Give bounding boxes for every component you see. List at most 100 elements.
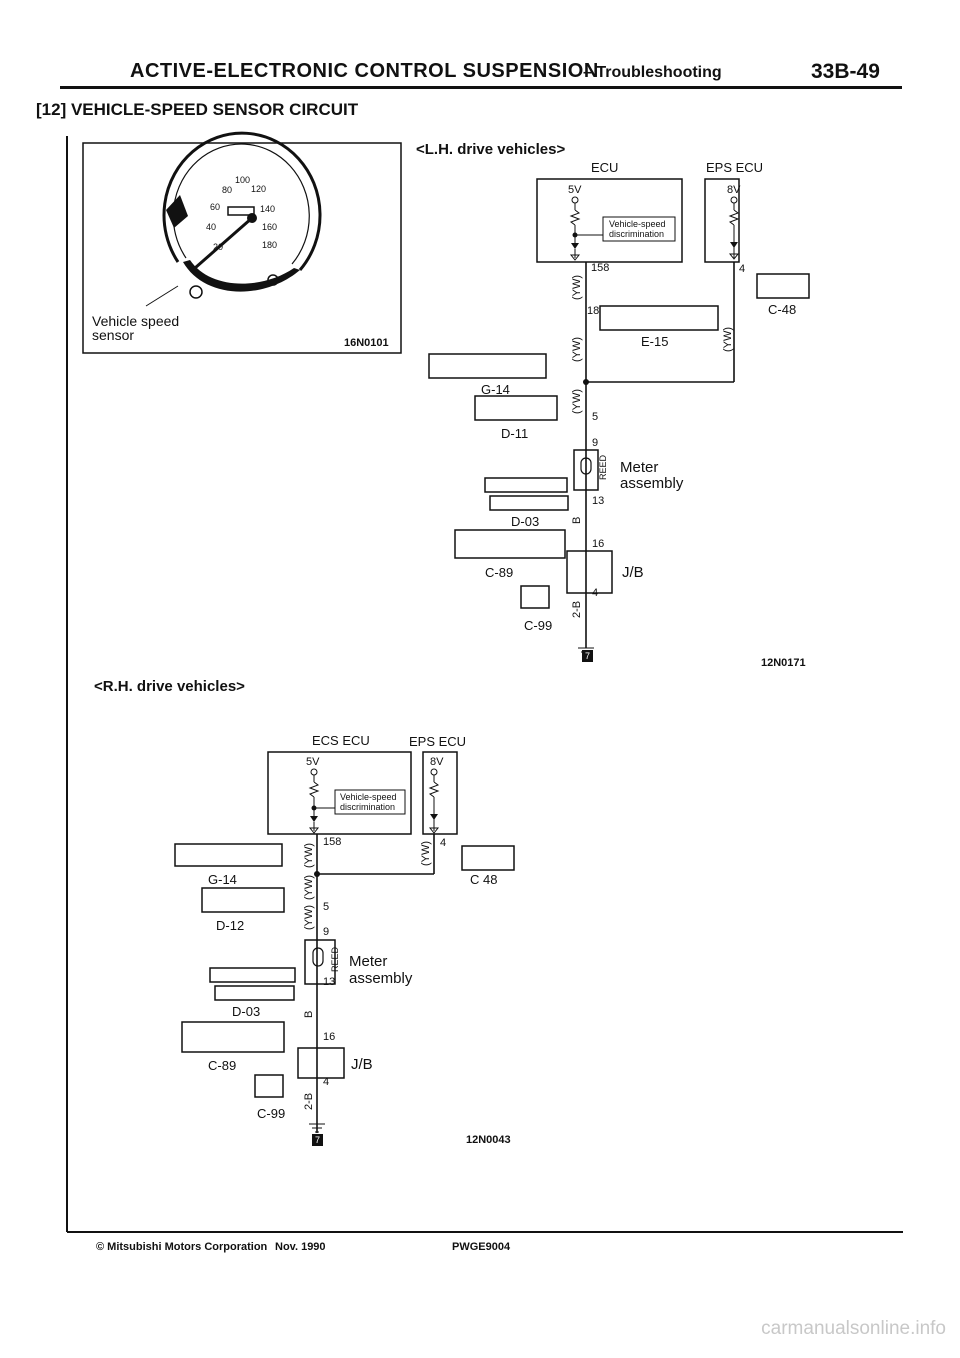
transistor-icon [571,243,579,249]
figure-code: 12N0043 [466,1134,511,1146]
pin-number: 16 [592,538,604,550]
sensor-label-line2: sensor [92,327,134,343]
odometer-window [227,206,255,216]
connector-label: C 48 [470,872,497,887]
resistor-icon [308,781,320,798]
reed-switch-icon [580,457,592,475]
connector-label: C-48 [768,302,796,317]
connector-icon [214,985,295,1001]
rh-eps-label: EPS ECU [409,734,466,749]
pin-number: 13 [323,976,335,988]
pin-number: 158 [591,262,609,274]
mounting-screw-icon [189,285,203,299]
ground-tag [582,650,593,662]
lh-ecu-voltage: 5V [568,184,582,196]
pin-number: 16 [323,1031,335,1043]
rh-meter-label-line2: assembly [349,970,413,987]
rh-discrimination-box [334,789,406,815]
lh-eps-voltage: 8V [727,184,741,196]
dial-number: 60 [210,202,220,212]
ground-tag-number: 7 [585,651,590,661]
lh-drive-diagram: <L.H. drive vehicles> ECU EPS ECU 5V Veh… [416,141,810,669]
speed-sensor-body [166,195,188,228]
lh-ecu-label: ECU [591,160,618,175]
wire-code: (YW) [303,905,315,930]
copyright: © Mitsubishi Motors Corporation [96,1241,268,1253]
pin-number: 5 [323,901,329,913]
reed-switch-icon [312,947,324,967]
dial-number: 160 [262,222,277,232]
wire-code: (YW) [303,843,315,868]
dial-number: 120 [251,184,266,194]
connector-label: C-89 [208,1058,236,1073]
reed-label: REED [330,946,340,972]
rh-ecu-label: ECS ECU [312,733,370,748]
wire-code: 2-B [303,1093,315,1110]
pin-number: 18 [587,305,599,317]
connector-icon [461,845,515,871]
dial-number: 140 [260,204,275,214]
connector-icon [489,495,569,511]
wire-code: B [303,1011,315,1018]
connector-label: D-03 [232,1004,260,1019]
connector-label: G-14 [208,872,237,887]
connector-icon [201,887,285,913]
connector-icon [428,353,547,379]
connector-label: G-14 [481,382,510,397]
splice-point [314,871,320,877]
connector-icon [454,529,566,559]
connector-icon [484,477,568,493]
pin-number: 158 [323,836,341,848]
wire-code: 2-B [571,601,583,618]
connector-label: D-11 [501,426,528,441]
connector-icon [756,273,810,299]
dial-number: 100 [235,175,250,185]
pin-number: 5 [592,411,598,423]
dial-number: 180 [262,240,277,250]
figure-code: 12N0171 [761,657,806,669]
page-number: 33B-49 [811,60,880,83]
connector-label: D-12 [216,918,244,933]
watermark: carmanualsonline.info [761,1318,946,1339]
rh-meter-label-line1: Meter [349,953,387,970]
connector-label: C-99 [524,618,552,633]
ground-icon [569,254,581,261]
leader-line [145,285,179,307]
rh-discrimination-line2: discrimination [340,802,395,812]
figure-code: 16N0101 [344,337,389,349]
connector-icon [209,967,296,983]
splice-point [583,379,589,385]
sensor-label-line1: Vehicle speed [92,313,179,329]
lh-ecu-box [536,178,683,263]
reed-label: REED [598,454,608,480]
lh-eps-box [704,178,740,263]
lh-jb-label: J/B [622,564,644,581]
wire-code: B [571,517,583,524]
wire-code: (YW) [722,327,734,352]
rh-discrimination-line1: Vehicle-speed [340,792,397,802]
lh-meter-label-line1: Meter [620,459,658,476]
connector-icon [474,395,558,421]
lh-jb-box [566,550,613,594]
connector-label: E-15 [641,334,668,349]
page-subtitle: – Troubleshooting [583,64,722,81]
lh-discrimination-line1: Vehicle-speed [609,219,666,229]
pin-number: 13 [592,495,604,507]
connector-icon [520,585,550,609]
header-rule [60,86,902,89]
lh-discrimination-line2: discrimination [609,229,664,239]
speedometer-dial [172,143,310,265]
pin-number: 9 [592,437,598,449]
lh-discrimination-box [602,216,676,242]
ground-tag [312,1134,323,1146]
rh-eps-box [422,751,458,835]
dial-number: 80 [222,185,232,195]
speedometer-figure: 20 40 60 80 100 120 140 160 180 Vehicle … [82,131,402,354]
rh-drive-diagram: <R.H. drive vehicles> ECS ECU EPS ECU 5V… [94,678,515,1146]
connector-label: C-89 [485,565,513,580]
lh-heading: <L.H. drive vehicles> [416,141,565,158]
pin-number: 9 [323,926,329,938]
speedometer-bezel [162,131,322,271]
connector-label: C-99 [257,1106,285,1121]
